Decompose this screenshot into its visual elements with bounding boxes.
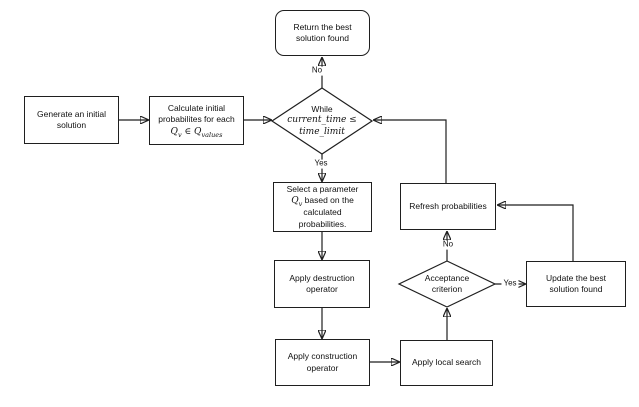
edge-label-while-yes: Yes (312, 158, 330, 169)
node-label: probabilities. (298, 218, 347, 229)
while-diamond-shape (270, 87, 374, 155)
node-return-best-solution: Return the best solution found (275, 10, 370, 56)
node-select-parameter: Select a parameter Qv based on the calcu… (273, 182, 372, 232)
edge-label-acceptance-no: No (440, 239, 456, 250)
node-calculate-initial-probabilities: Calculate initial probabilites for each … (149, 96, 244, 145)
edge-label-while-no: No (309, 65, 325, 76)
node-update-best-solution: Update the best solution found (526, 261, 626, 307)
node-label: Generate an initial (37, 108, 106, 119)
math-expression: Qv ∈ Qvalues (170, 126, 223, 139)
node-label: Apply destruction (289, 272, 355, 283)
node-label: solution found (549, 284, 603, 294)
node-label: solution (56, 120, 87, 130)
node-apply-local-search: Apply local search (400, 340, 493, 386)
node-label: Apply construction (287, 351, 358, 362)
node-label: Return the best (293, 21, 352, 32)
math-expression: Qv (291, 196, 303, 208)
node-label: Qv based on the (291, 195, 354, 208)
node-refresh-probabilities: Refresh probabilities (400, 183, 496, 230)
node-apply-construction-operator: Apply construction operator (275, 339, 370, 386)
edge-update-to-refresh (498, 205, 574, 261)
node-label: probabilites for each (158, 114, 235, 125)
node-label: Calculate initial (167, 102, 226, 113)
node-apply-destruction-operator: Apply destruction operator (274, 260, 370, 308)
node-label: calculated (303, 207, 342, 218)
node-label: operator (306, 362, 339, 373)
node-label: Refresh probabilities (409, 200, 487, 211)
edge-refresh-to-while (374, 120, 447, 183)
node-label: Apply local search (412, 357, 481, 368)
node-label: Update the best (545, 272, 606, 283)
node-generate-initial-solution: Generate an initial solution (24, 96, 119, 144)
node-label: solution found (296, 33, 349, 43)
acceptance-diamond-shape (397, 260, 497, 308)
edge-label-acceptance-yes: Yes (501, 278, 519, 289)
node-label: operator (306, 284, 338, 294)
node-label: Select a parameter (286, 183, 359, 194)
